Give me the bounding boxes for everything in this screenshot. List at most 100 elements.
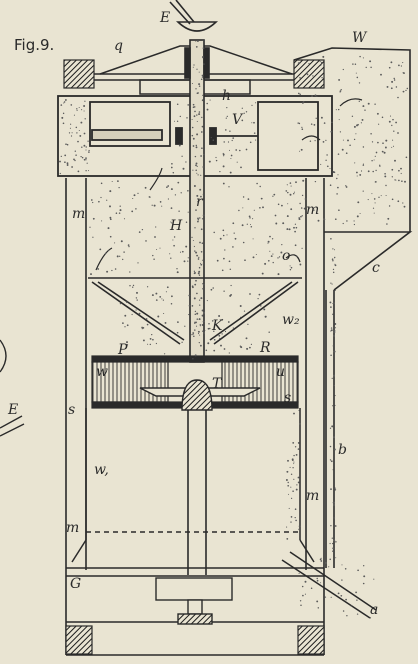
dust-dot [300,604,302,607]
dust-dot [229,294,232,297]
dust-dot [197,220,199,223]
dust-dot [155,292,158,295]
dust-dot [393,130,395,132]
dust-dot [135,208,137,210]
dust-dot [304,593,306,595]
dust-dot [259,185,261,188]
dust-dot [338,119,340,121]
dust-dot [289,269,292,271]
dust-dot [197,333,200,335]
dust-dot [334,327,337,329]
dust-dot [385,184,387,187]
dust-dot [351,115,354,117]
dust-stipple [59,39,409,619]
dust-dot [367,199,369,201]
dust-dot [330,354,332,356]
dust-dot [391,168,394,171]
dust-dot [193,245,195,248]
dust-dot [228,149,231,151]
dust-dot [90,273,92,276]
dust-dot [299,263,302,266]
dust-dot [380,195,382,197]
label-b: b [338,442,347,458]
dust-dot [127,244,130,246]
dust-dot [345,186,348,188]
dust-dot [334,487,336,489]
dust-dot [301,126,303,129]
dust-dot [60,104,63,106]
dust-dot [185,161,187,163]
dust-dot [83,105,86,107]
dust-dot [210,137,212,139]
dust-dot [196,318,199,320]
dust-dot [203,311,205,314]
dust-dot [311,95,313,97]
dust-dot [196,68,198,70]
dust-dot [89,226,91,228]
dust-dot [286,184,288,186]
dust-dot [153,204,156,207]
dust-dot [199,188,202,191]
dust-dot [194,250,196,252]
dust-dot [288,507,290,509]
dust-dot [300,215,302,218]
dust-dot [149,343,152,346]
dust-dot [126,324,129,327]
label-w1: w, [94,462,109,478]
dust-dot [129,284,131,287]
dust-dot [252,256,255,259]
dust-dot [184,325,186,327]
dust-dot [98,200,100,203]
dust-dot [209,99,211,101]
dust-dot [391,176,393,178]
dust-dot [219,170,221,173]
dust-dot [92,236,94,238]
dust-dot [223,257,225,260]
dust-dot [294,230,296,233]
dust-dot [287,203,289,205]
dust-dot [391,124,393,127]
dust-dot [403,205,406,208]
dust-dot [361,118,364,121]
dust-dot [349,144,351,147]
dust-dot [297,441,300,444]
dust-dot [166,186,168,189]
dust-dot [303,207,306,210]
dust-dot [363,565,365,567]
label-E-top: E [159,10,170,26]
dust-dot [83,132,86,135]
dust-dot [193,115,196,118]
dust-dot [334,395,336,397]
dust-dot [137,262,139,264]
dust-dot [332,171,335,173]
dust-dot [81,156,84,159]
dust-dot [191,134,194,137]
dust-dot [206,108,209,111]
dust-dot [111,180,113,183]
dust-dot [147,343,149,345]
dust-dot [90,199,93,201]
dust-dot [202,94,204,97]
dust-dot [334,263,336,265]
dust-dot [196,194,199,197]
dust-dot [328,566,330,568]
dust-dot [323,218,326,221]
dust-dot [85,159,87,161]
dust-dot [111,269,113,272]
dust-dot [200,195,202,198]
dust-dot [195,325,198,327]
dust-dot [151,333,153,336]
dust-dot [97,268,100,270]
dust-dot [201,324,204,326]
dust-dot [202,320,205,323]
dust-dot [320,582,322,584]
dust-dot [296,484,298,486]
dust-dot [341,579,343,581]
dust-dot [109,190,112,193]
dust-dot [188,314,190,316]
dust-dot [59,172,61,175]
dust-dot [195,162,198,165]
dust-dot [397,96,399,99]
dust-dot [373,159,375,161]
dust-dot [70,135,73,137]
